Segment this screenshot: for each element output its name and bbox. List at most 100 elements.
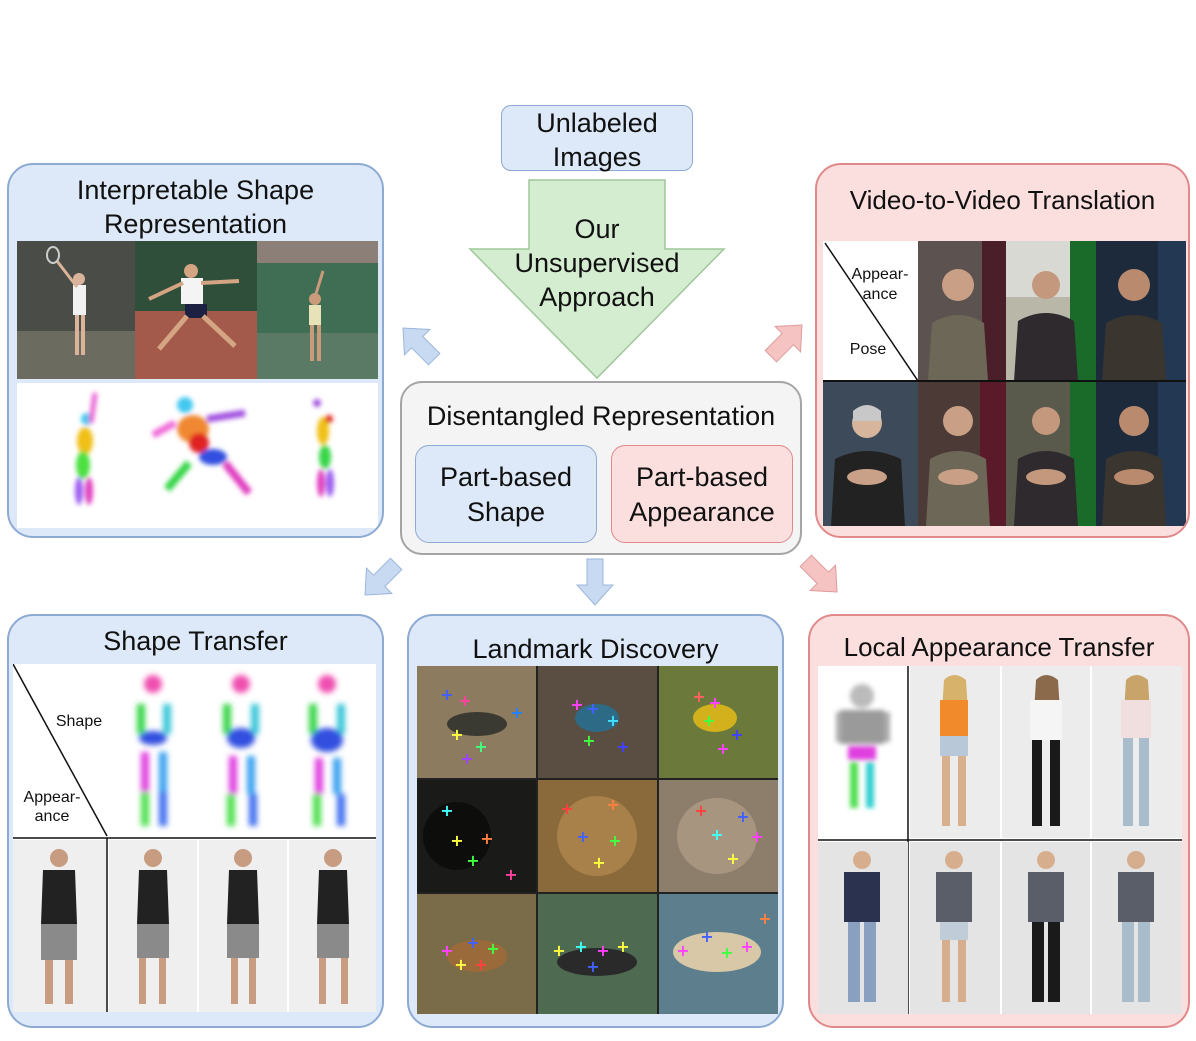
shape-axis-appearance-1: Appear- [23, 789, 81, 806]
approach-label-1: Our [574, 214, 620, 244]
local-appearance-panel: Local Appearance Transfer [808, 614, 1190, 1028]
svg-text:+: + [694, 801, 707, 820]
svg-text:+: + [510, 703, 523, 722]
shape-axis-appearance-2: ance [34, 808, 70, 825]
tennis-photo-3 [257, 241, 378, 379]
svg-text:+: + [700, 927, 713, 946]
local-appearance-grid [818, 666, 1182, 1014]
svg-text:+: + [440, 941, 453, 960]
approach-arrow [468, 179, 726, 380]
svg-text:+: + [450, 831, 463, 850]
tennis-photo-1 [17, 241, 135, 379]
shape-maps-row [17, 383, 378, 528]
svg-text:+: + [560, 799, 573, 818]
arrow-to-shape-transfer [364, 557, 403, 596]
svg-text:+: + [606, 711, 619, 730]
svg-text:+: + [592, 853, 605, 872]
landmark-grid: ++++++ +++++ +++++ +++++ +++++ +++++ +++… [417, 666, 778, 1014]
svg-text:+: + [720, 943, 733, 962]
svg-text:+: + [440, 685, 453, 704]
svg-text:+: + [458, 691, 471, 710]
svg-text:+: + [586, 957, 599, 976]
landmark-discovery-panel: Landmark Discovery ++++++ +++++ +++ [407, 614, 784, 1028]
svg-text:+: + [710, 825, 723, 844]
video-pose-source [823, 381, 918, 526]
svg-text:+: + [606, 795, 619, 814]
svg-text:+: + [740, 937, 753, 956]
disentangled-representation-box: Disentangled Representation Part-based S… [400, 381, 802, 555]
svg-text:+: + [708, 693, 721, 712]
video-axis-appearance-1: Appear- [851, 266, 909, 283]
unlabeled-images-label-1: Unlabeled [536, 108, 658, 138]
landmark-title: Landmark Discovery [472, 634, 719, 664]
tennis-photo-2 [135, 241, 257, 379]
video-output-3 [1096, 381, 1186, 526]
svg-text:+: + [460, 749, 473, 768]
svg-text:+: + [504, 865, 517, 884]
shape-axis-label: Shape [55, 713, 103, 730]
svg-text:+: + [480, 829, 493, 848]
svg-text:+: + [716, 739, 729, 758]
video-appearance-2 [1006, 241, 1096, 381]
svg-text:+: + [466, 933, 479, 952]
approach-label-3: Approach [539, 282, 655, 312]
svg-text:+: + [454, 955, 467, 974]
svg-text:+: + [582, 731, 595, 750]
unlabeled-images-box: Unlabeled Images [501, 105, 693, 172]
part-based-shape-label-1: Part-based [439, 462, 573, 492]
svg-text:+: + [726, 849, 739, 868]
local-title: Local Appearance Transfer [843, 632, 1155, 662]
svg-text:+: + [676, 941, 689, 960]
shape-transfer-grid: Shape Appear- ance [13, 664, 376, 1012]
arrow-to-video [764, 324, 803, 363]
svg-text:+: + [616, 937, 629, 956]
svg-text:+: + [616, 737, 629, 756]
svg-text:+: + [474, 955, 487, 974]
approach-label-2: Unsupervised [514, 248, 680, 278]
video-output-1 [918, 381, 1006, 526]
part-shape-maps [75, 392, 334, 505]
video-appearance-3 [1096, 241, 1186, 381]
svg-text:+: + [574, 937, 587, 956]
part-based-appearance-box: Part-based Appearance [611, 445, 793, 543]
svg-text:+: + [466, 851, 479, 870]
part-based-appearance-label-1: Part-based [635, 462, 769, 492]
interpretable-title-2: Representation [103, 209, 288, 239]
svg-text:+: + [440, 801, 453, 820]
shape-transfer-title: Shape Transfer [103, 626, 288, 656]
video-output-2 [1006, 381, 1096, 526]
video-title: Video-to-Video Translation [849, 185, 1156, 215]
svg-text:+: + [730, 725, 743, 744]
disentangled-title: Disentangled Representation [426, 401, 776, 431]
unlabeled-images-label-2: Images [552, 142, 642, 172]
svg-text:+: + [692, 687, 705, 706]
arrow-to-local-appearance [799, 554, 838, 593]
video-appearance-1 [918, 241, 1006, 381]
svg-text:+: + [758, 909, 771, 928]
svg-text:+: + [702, 711, 715, 730]
video-translation-panel: Video-to-Video Translation Appear- ance … [815, 163, 1190, 538]
part-based-shape-label-2: Shape [466, 497, 546, 527]
shape-transfer-people [13, 840, 376, 1012]
svg-text:+: + [736, 807, 749, 826]
svg-text:+: + [750, 827, 763, 846]
svg-text:+: + [552, 941, 565, 960]
svg-text:+: + [596, 941, 609, 960]
svg-text:+: + [474, 737, 487, 756]
interpretable-shape-panel: Interpretable Shape Representation [7, 163, 384, 538]
video-axis-appearance-2: ance [862, 286, 898, 303]
arrow-to-landmark [575, 558, 615, 606]
part-based-appearance-label-2: Appearance [629, 497, 775, 527]
svg-text:+: + [450, 725, 463, 744]
svg-text:+: + [608, 831, 621, 850]
arrow-to-interpretable [402, 327, 441, 366]
video-axis-cell: Appear- ance Pose [823, 241, 918, 381]
svg-text:+: + [570, 695, 583, 714]
shape-transfer-panel: Shape Transfer Shape [7, 614, 384, 1028]
interpretable-title-1: Interpretable Shape [76, 175, 315, 205]
part-based-shape-box: Part-based Shape [415, 445, 597, 543]
local-shape-map [836, 684, 890, 808]
svg-text:+: + [486, 939, 499, 958]
video-axis-pose: Pose [849, 341, 887, 358]
